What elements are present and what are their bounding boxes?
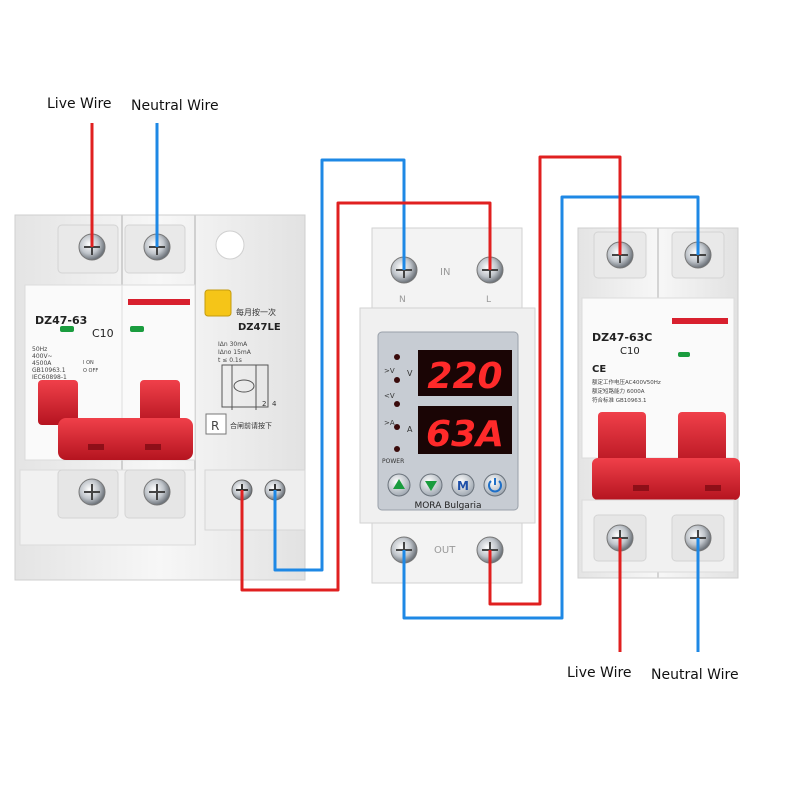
right-breaker-rating: C10 [620, 346, 640, 357]
indicator-over-current: >A [384, 419, 395, 427]
left-breaker-model: DZ47-63 [35, 314, 87, 327]
right-breaker-spec-2: 符合标准 GB10963.1 [592, 396, 647, 404]
indicator-current: A [407, 425, 413, 434]
indicator-under-voltage: <V [384, 392, 395, 400]
live-wire-rcd-to-protector [240, 201, 492, 592]
current-display-panel [418, 406, 512, 454]
voltage-display: 220 [427, 356, 502, 397]
current-display: 63A [426, 414, 504, 455]
ce-mark: CE [592, 364, 606, 375]
rcd-spec-2: t ≤ 0.1s [218, 357, 242, 364]
left-breaker-spec-4: IEC60898-1 [32, 374, 67, 381]
left-breaker-on: I ON [83, 360, 94, 366]
label-bottom-neutral-wire: Neutral Wire [651, 667, 739, 683]
indicator-over-voltage: >V [384, 367, 395, 375]
left-breaker-spec-3: GB10963.1 [32, 367, 66, 374]
wires [90, 123, 700, 652]
left-breaker-spec-0: 50Hz [32, 346, 47, 353]
rcd-bottom-text: 合闸前请按下 [230, 421, 272, 430]
protector-l-label-top: L [486, 295, 491, 305]
right-breaker: DZ47-63C C10 CE 额定工作电压AC400V50Hz 额定短路能力 … [577, 227, 740, 579]
voltage-protector: IN N L OUT 220 63A >V V <V >A A POWER M … [359, 227, 536, 584]
neutral-wire-protector-to-right [402, 195, 700, 620]
power-icon [488, 480, 502, 493]
protector-out-label: OUT [434, 545, 456, 556]
left-breaker-off: O OFF [83, 368, 98, 374]
right-breaker-spec-0: 额定工作电压AC400V50Hz [592, 378, 661, 386]
rcd-terminal-2: 2 [262, 400, 266, 408]
mode-button-label: M [457, 479, 469, 493]
mode-button[interactable] [451, 473, 475, 497]
left-breaker-spec-1: 400V~ [32, 353, 53, 360]
label-top-neutral-wire: Neutral Wire [131, 98, 219, 114]
rcd-top-text: 每月按一次 [236, 307, 276, 317]
voltage-display-panel [418, 350, 512, 396]
left-breaker-spec-2: 4500A [32, 360, 52, 367]
rcd-label: DZ47LE [238, 322, 281, 333]
rcd-test-button: R [211, 419, 219, 433]
brand-label: MORA Bulgaria [414, 501, 481, 511]
left-breaker-rating: C10 [92, 327, 114, 340]
rcd-terminal-4: 4 [272, 400, 277, 408]
right-breaker-spec-1: 额定短路能力 6000A [592, 387, 645, 395]
rcd-spec-1: IΔno 15mA [218, 349, 252, 356]
indicator-voltage: V [407, 369, 413, 378]
protector-n-label-top: N [399, 295, 406, 305]
protector-in-label: IN [440, 267, 450, 278]
right-breaker-model: DZ47-63C [592, 331, 652, 344]
label-bottom-live-wire: Live Wire [567, 665, 632, 681]
label-top-live-wire: Live Wire [47, 96, 112, 112]
left-breaker: DZ47-63 C10 50Hz 400V~ 4500A GB10963.1 I… [14, 214, 306, 581]
neutral-wire-rcd-to-protector [273, 158, 406, 572]
power-label: POWER [382, 458, 404, 465]
live-wire-protector-to-right [488, 155, 622, 606]
rcd-spec-0: IΔn 30mA [218, 341, 248, 348]
